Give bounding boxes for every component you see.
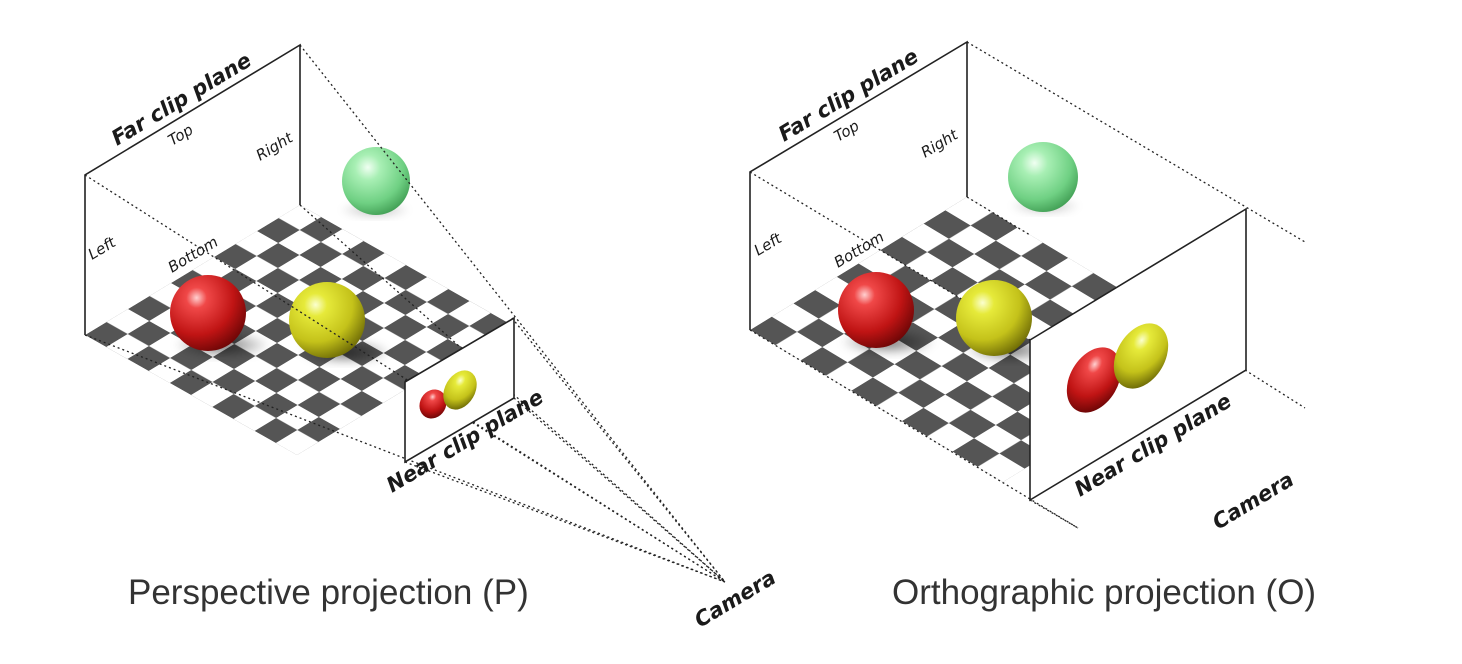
perspective-near-clip-plane (404, 316, 726, 583)
green-sphere (342, 147, 410, 215)
perspective-caption: Perspective projection (P) (128, 573, 529, 612)
ortho-yellow-sphere (956, 280, 1032, 356)
perspective-camera-label: Camera (690, 565, 780, 632)
orthographic-caption: Orthographic projection (O) (892, 573, 1316, 612)
perspective-diagram: Far clip plane Top Right Left Bottom Nea… (84, 43, 780, 632)
ortho-parallel-lines (749, 41, 1306, 529)
orthographic-diagram: Far clip plane Top Right Left Bottom Nea… (749, 40, 1316, 612)
frustum-lines (84, 44, 726, 583)
ortho-far-clip-frame (749, 40, 968, 330)
orthographic-near-clip-plane (1029, 207, 1247, 529)
ortho-red-sphere (838, 272, 914, 348)
perspective-top-label: Top (165, 121, 197, 150)
perspective-left-label: Left (85, 233, 120, 264)
red-sphere (170, 275, 246, 351)
yellow-sphere (289, 282, 365, 358)
ortho-right-label: Right (918, 125, 962, 161)
far-clip-frame (84, 43, 301, 335)
ortho-camera-label: Camera (1208, 467, 1298, 534)
perspective-right-label: Right (253, 128, 297, 164)
ortho-green-sphere (1008, 142, 1078, 212)
ortho-left-label: Left (751, 229, 786, 260)
